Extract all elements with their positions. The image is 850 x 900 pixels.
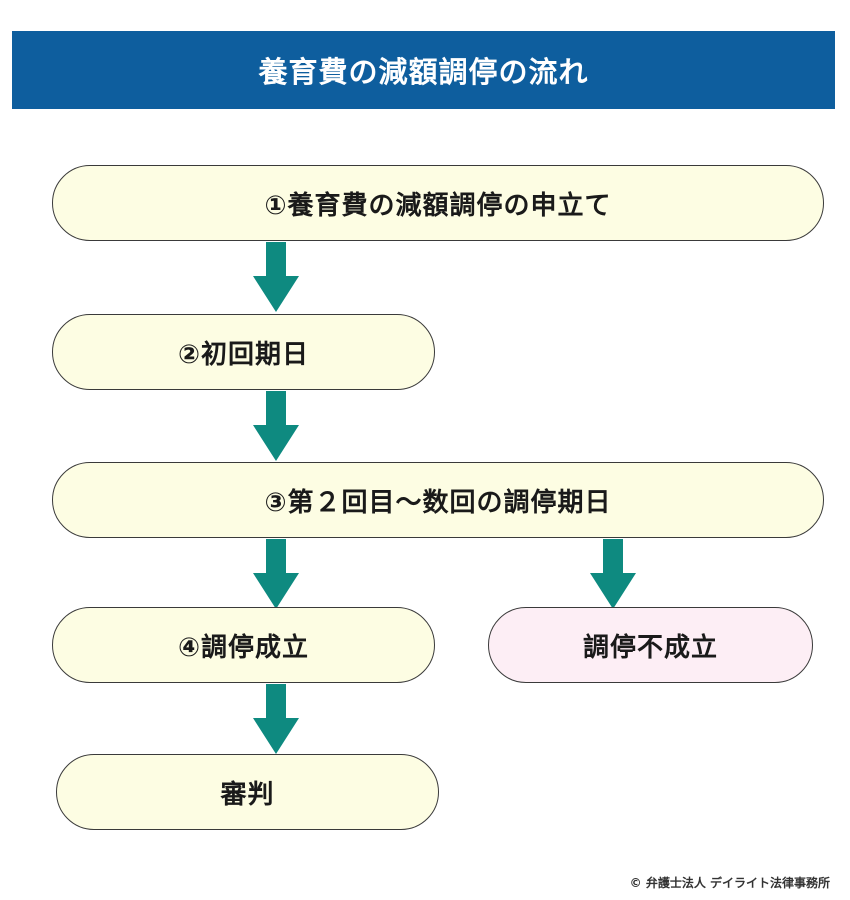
- copyright-notice: © 弁護士法人 デイライト法律事務所: [629, 876, 830, 890]
- step-label: ①養育費の減額調停の申立て: [264, 190, 612, 221]
- diagram-title-bar: 養育費の減額調停の流れ: [12, 31, 835, 109]
- step-first-hearing: ②初回期日: [52, 314, 435, 390]
- down-arrow-icon: [253, 684, 299, 754]
- down-arrow-icon: [253, 391, 299, 461]
- step-label: 審判: [220, 779, 275, 810]
- step-adjudication: 審判: [56, 754, 439, 830]
- down-arrow-icon: [253, 539, 299, 609]
- diagram-title: 養育費の減額調停の流れ: [258, 55, 589, 89]
- step-label: ②初回期日: [177, 339, 309, 370]
- step-filing-application: ①養育費の減額調停の申立て: [52, 165, 824, 241]
- step-subsequent-hearings: ③第２回目〜数回の調停期日: [52, 462, 824, 538]
- step-label: ④調停成立: [177, 632, 309, 663]
- step-mediation-success: ④調停成立: [52, 607, 435, 683]
- down-arrow-icon: [253, 242, 299, 312]
- step-label: 調停不成立: [582, 632, 718, 663]
- step-label: ③第２回目〜数回の調停期日: [264, 487, 612, 518]
- step-mediation-failure: 調停不成立: [488, 607, 813, 683]
- down-arrow-icon: [590, 539, 636, 609]
